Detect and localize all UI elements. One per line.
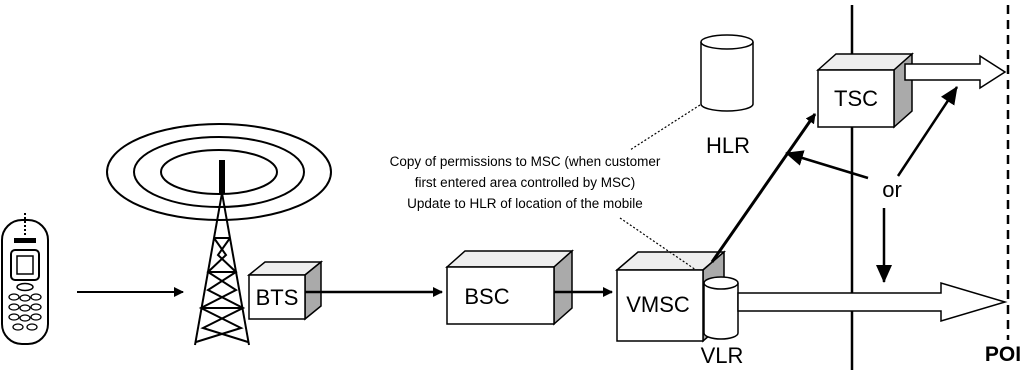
vlr-label: VLR [701,343,744,368]
database-cylinder-icon [700,34,754,112]
bsc-node: BSC [445,249,574,326]
annotation-line-3: Update to HLR of location of the mobile [407,196,643,211]
tsc-to-poi-hollow-arrow [904,54,1007,90]
bsc-label: BSC [464,284,509,309]
poi-label: POI [985,343,1021,366]
vlr-dotted-connector [619,217,697,271]
or-arrow-to-vmsc-tsc-link [785,150,869,180]
vmsc-node: VMSC [614,250,727,343]
or-label: or [882,177,902,202]
bts-node: BTS [246,260,324,321]
annotation-line-1: Copy of permissions to MSC (when custome… [390,154,661,169]
mobile-phone-icon [1,213,49,345]
or-arrow-to-tsc-output [896,86,959,177]
vmsc-to-tsc-arrow [710,113,817,263]
hlr-label: HLR [706,133,750,158]
hlr-dotted-connector [629,104,701,151]
hlr-database: HLR [700,34,754,158]
tsc-label: TSC [834,86,878,111]
vmsc-label: VMSC [626,292,690,317]
radio-tower-icon [194,160,250,346]
vmsc-to-poi-hollow-arrow [737,281,1008,323]
annotation-line-2: first entered area controlled by MSC) [415,175,636,190]
database-cylinder-icon [703,276,739,340]
bts-label: BTS [256,285,299,310]
vlr-database: VLR [701,276,744,368]
tsc-node: TSC [816,52,914,129]
